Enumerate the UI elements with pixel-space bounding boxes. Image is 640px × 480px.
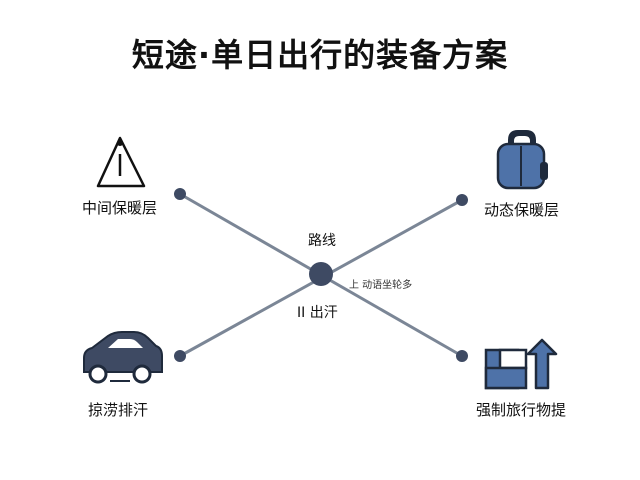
warning-triangle-icon — [96, 136, 146, 188]
node-label-top-right: 动态保暖层 — [484, 201, 560, 219]
node-label-bottom-left: 掠涝排汗 — [88, 401, 149, 419]
center-side-note: 上 动语坐轮多 — [349, 280, 413, 291]
node-label-top-left: 中间保暖层 — [82, 199, 158, 217]
diagram-title: 短途·单日出行的装备方案 — [131, 36, 509, 74]
node-top-left — [174, 188, 186, 200]
node-bottom-right — [456, 350, 468, 362]
center-hub-node — [309, 262, 333, 286]
center-label-bottom: II 出汗 — [297, 305, 338, 321]
backpack-icon — [496, 130, 548, 190]
car-icon — [83, 331, 163, 384]
center-label-top: 路线 — [308, 233, 336, 249]
box-arrow-up-icon — [484, 338, 558, 390]
node-bottom-left — [174, 350, 186, 362]
node-label-bottom-right: 强制旅行物提 — [476, 401, 567, 419]
node-top-right — [456, 194, 468, 206]
